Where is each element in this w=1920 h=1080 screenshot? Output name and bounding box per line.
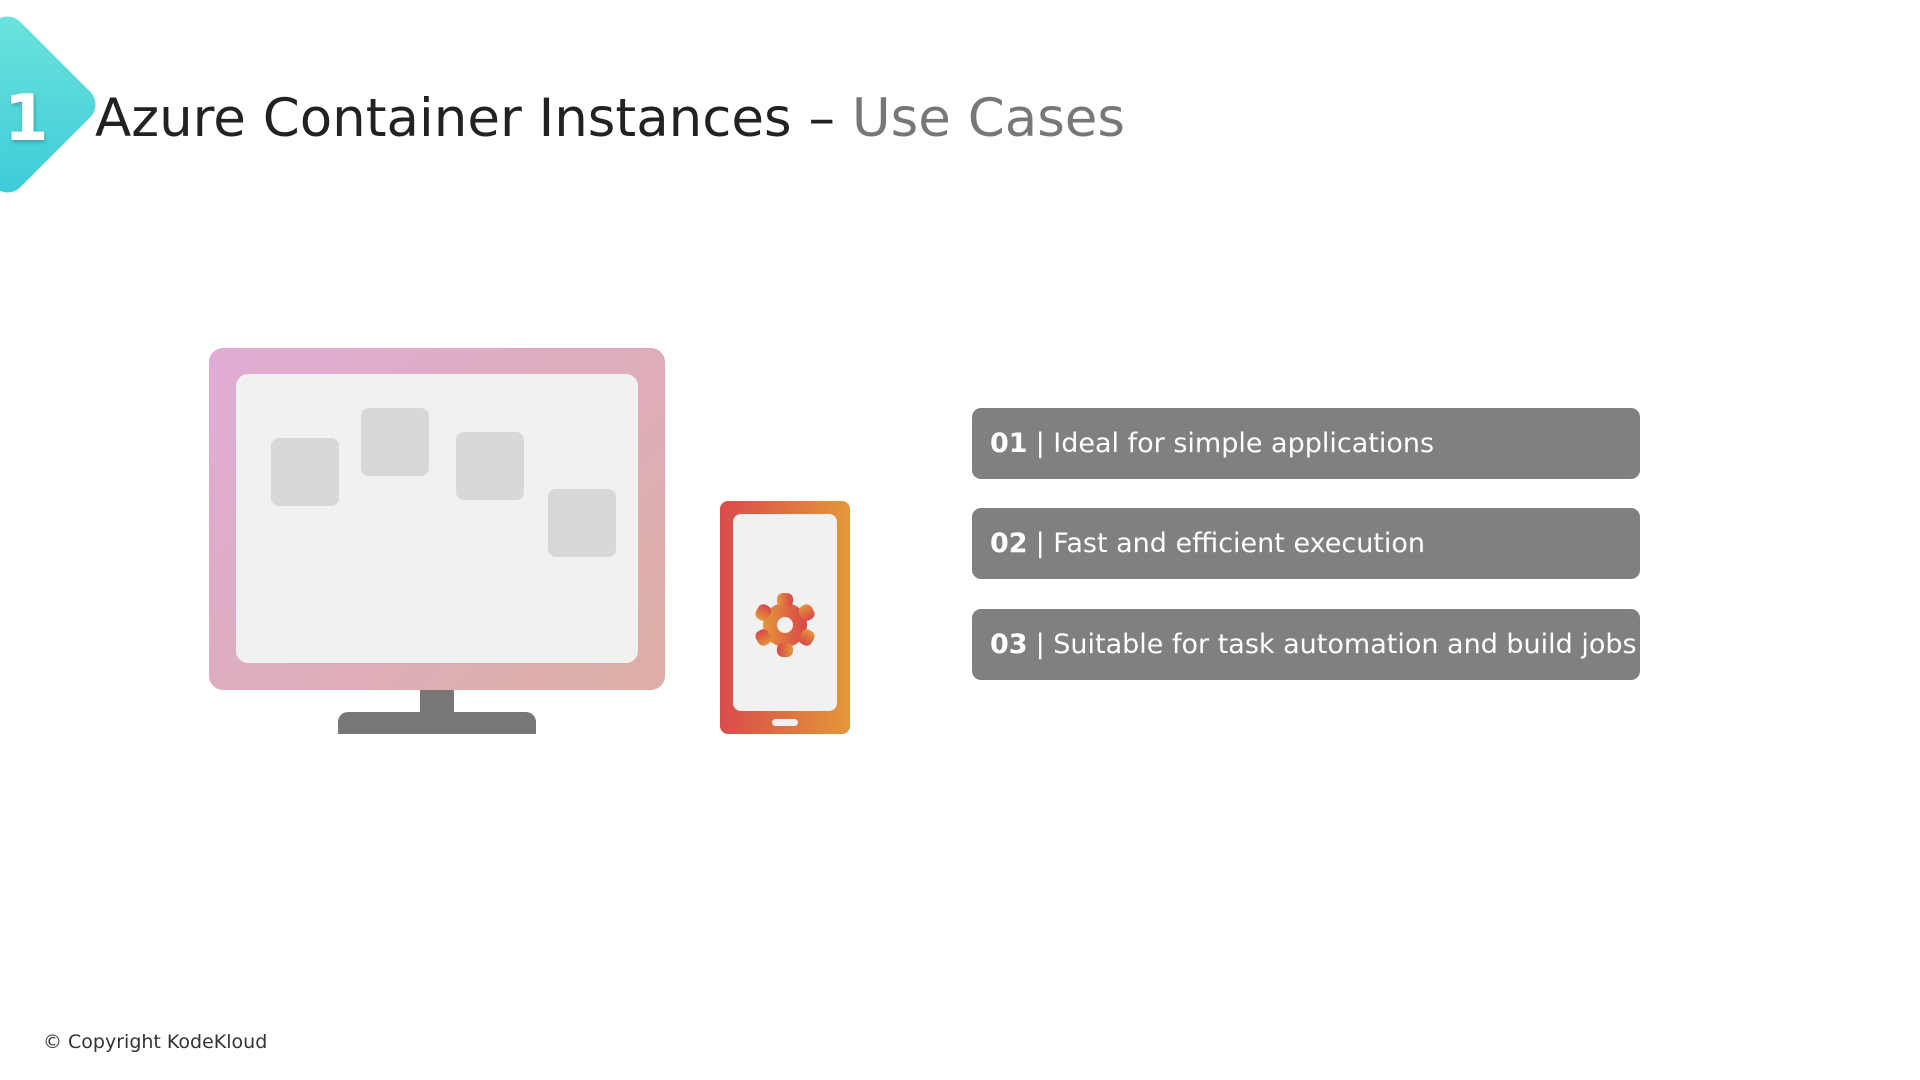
- monitor-stand-neck: [420, 690, 454, 712]
- title-sub: Use Cases: [851, 88, 1126, 149]
- use-case-item: 01| Ideal for simple applications: [972, 408, 1640, 479]
- gear-icon: [753, 593, 817, 657]
- item-separator: |: [1035, 629, 1045, 660]
- item-separator: |: [1035, 428, 1045, 459]
- container-block: [361, 408, 429, 476]
- item-separator: |: [1035, 528, 1045, 559]
- page-title: Azure Container Instances – Use Cases: [95, 88, 1125, 149]
- container-block: [456, 432, 524, 500]
- use-case-item: 03| Suitable for task automation and bui…: [972, 609, 1640, 680]
- item-text: Ideal for simple applications: [1053, 428, 1435, 459]
- container-block: [548, 489, 616, 557]
- title-main: Azure Container Instances –: [95, 88, 835, 149]
- slide-number: 1: [4, 82, 49, 156]
- phone-home-button: [772, 719, 798, 726]
- item-number: 01: [990, 428, 1028, 459]
- item-text: Suitable for task automation and build j…: [1053, 629, 1637, 660]
- monitor-stand-base: [338, 712, 536, 734]
- use-case-item: 02| Fast and efficient execution: [972, 508, 1640, 579]
- item-number: 03: [990, 629, 1028, 660]
- item-number: 02: [990, 528, 1028, 559]
- item-text: Fast and efficient execution: [1053, 528, 1426, 559]
- container-block: [271, 438, 339, 506]
- copyright-text: © Copyright KodeKloud: [43, 1031, 268, 1053]
